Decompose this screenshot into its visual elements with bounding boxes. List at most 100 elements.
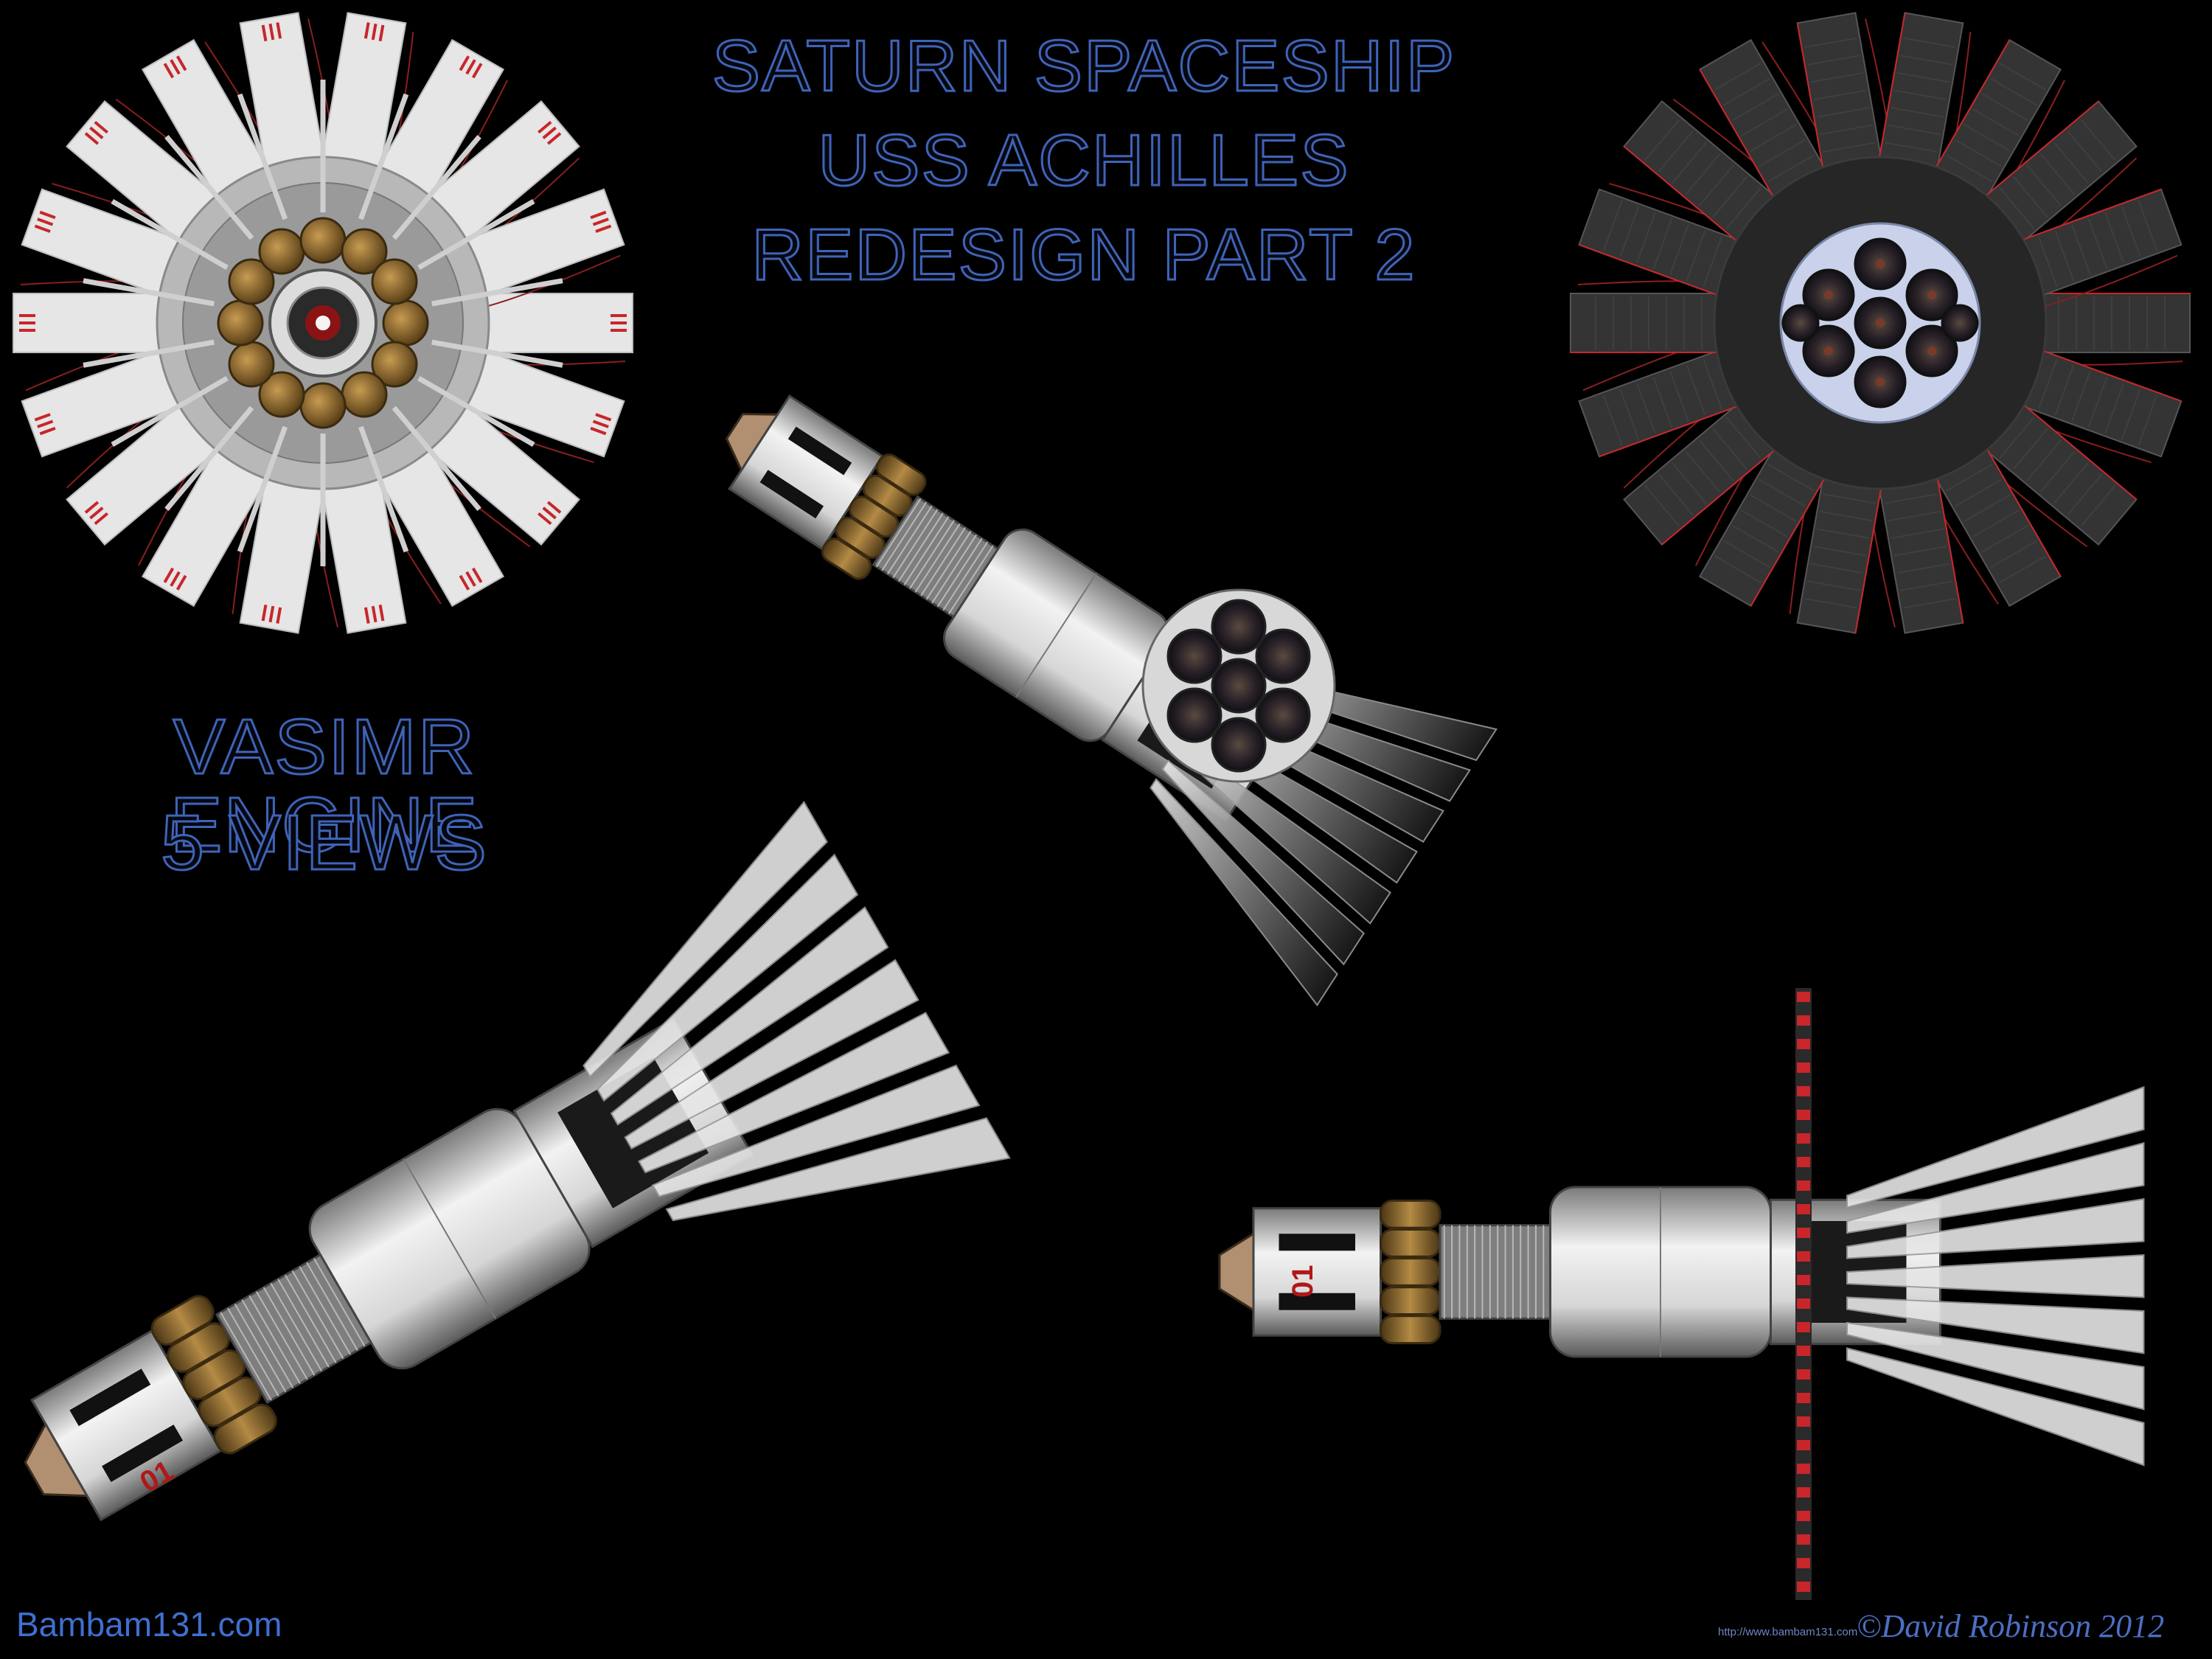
radiator-tick [471,567,483,583]
strut [237,93,288,220]
radiator-line [1981,524,2028,553]
radiator-line [1990,77,2037,106]
propellant-tank [258,371,305,418]
mast-marking [1797,1440,1810,1450]
radiator-tick [592,218,609,226]
truss-rib [234,1304,287,1393]
radiator-line [1981,93,2028,122]
radiator-tick [261,24,268,42]
hull-number: 01 [1287,1265,1319,1298]
radiator-fin [665,1117,1011,1222]
truss-rib [887,505,933,575]
radiator-tick [371,605,378,623]
radiator-line [1652,377,1673,428]
radiator-line [2104,212,2124,263]
radiator-line [2039,153,2076,195]
radiator-line [2080,119,2116,161]
radiator-line [2080,484,2116,527]
engine-cluster [1141,588,1336,783]
radiator-line [1810,72,1863,83]
radiator-tick [39,426,56,436]
radiator-tick [163,567,175,583]
nozzle-core [1876,378,1885,386]
radiator-line [2026,439,2062,481]
radiator-line [1644,119,1680,161]
truss-rib [898,512,944,582]
mast-marking [1797,1393,1810,1403]
mast-marking [1797,1487,1810,1498]
radiator-line [1955,479,2002,507]
radiator-tick [611,321,627,324]
ship-isometric-front [24,801,1011,1522]
poster-title: SATURN SPACESHIP USS ACHILLES REDESIGN P… [649,29,1519,313]
nozzle-core [1927,347,1936,355]
radiator-line [2138,200,2157,251]
nozzle-core [1824,291,1833,299]
strut [83,278,215,307]
propellant-tank [228,341,275,388]
radiator-tick [175,55,187,72]
truss-rib [931,534,977,604]
radiator-fin [1150,778,1338,1006]
radiator-line [1669,224,1689,275]
radiator-line [2039,451,2076,493]
radiator-fin [597,853,859,1102]
engine-subtitle: VASIMR ENGINE 5 VIEWS [15,703,634,900]
radiator-line [2012,428,2048,470]
vasimr-nozzle [1166,628,1222,684]
radiator-line [1897,563,1950,574]
mast-marking [1797,1582,1810,1592]
mast-marking [1797,1086,1810,1096]
radiator-fin [1161,759,1365,966]
radiator-line [1891,107,1944,118]
radiator-line [1885,142,1938,153]
radiator-line [2087,218,2108,269]
mast-marking [1797,1015,1810,1026]
front-view-radiator-star [13,12,633,634]
radiator-line [1999,187,2035,229]
mast-marking [1797,1180,1810,1191]
strut [164,134,254,240]
radiator-line [1897,72,1950,83]
subtitle-line-1: VASIMR ENGINE [169,703,479,869]
ship-side [1218,1085,2145,1467]
radiator-tick [459,574,470,591]
propellant-tank [821,538,872,580]
radiator-tick [19,329,35,332]
radiator-line [1712,428,1748,470]
radiator-tick [378,24,385,42]
strut [111,375,229,448]
radiator-tick [94,120,108,134]
radiator-line [1893,545,1947,557]
vasimr-nozzle [1781,304,1820,342]
mast-marking [1797,1511,1810,1521]
radiator-line [1813,545,1867,557]
radiator-line [1820,510,1873,522]
truss-rib [892,509,939,578]
strut [392,406,481,512]
propellant-tank [150,1295,215,1346]
radiator-tick [163,63,175,79]
mast-marking [1797,1346,1810,1356]
radiator-line [1891,528,1944,539]
radiator-fin [1846,1321,2145,1411]
radiator-line [1759,139,1806,167]
mast-marking [1797,1275,1810,1285]
radiator-line [1703,237,1722,288]
strut [164,406,254,512]
radiator-line [1603,394,1623,446]
radiator-line [2104,383,2124,434]
radiator-line [1999,417,2035,459]
radiator-line [2087,377,2108,428]
vasimr-nozzle [1211,717,1267,773]
radiator-tick [37,218,54,226]
radiator-line [1714,555,1761,584]
radiator-line [1900,580,1953,591]
nozzle-core [1876,319,1885,327]
propellant-tank [1380,1228,1441,1258]
isometric-front-view-ship: 01 [24,801,1011,1522]
truss-rib [227,1307,279,1397]
truss-rib [285,1274,337,1363]
tank-seam [403,1158,496,1319]
radiator-line [1885,493,1938,504]
